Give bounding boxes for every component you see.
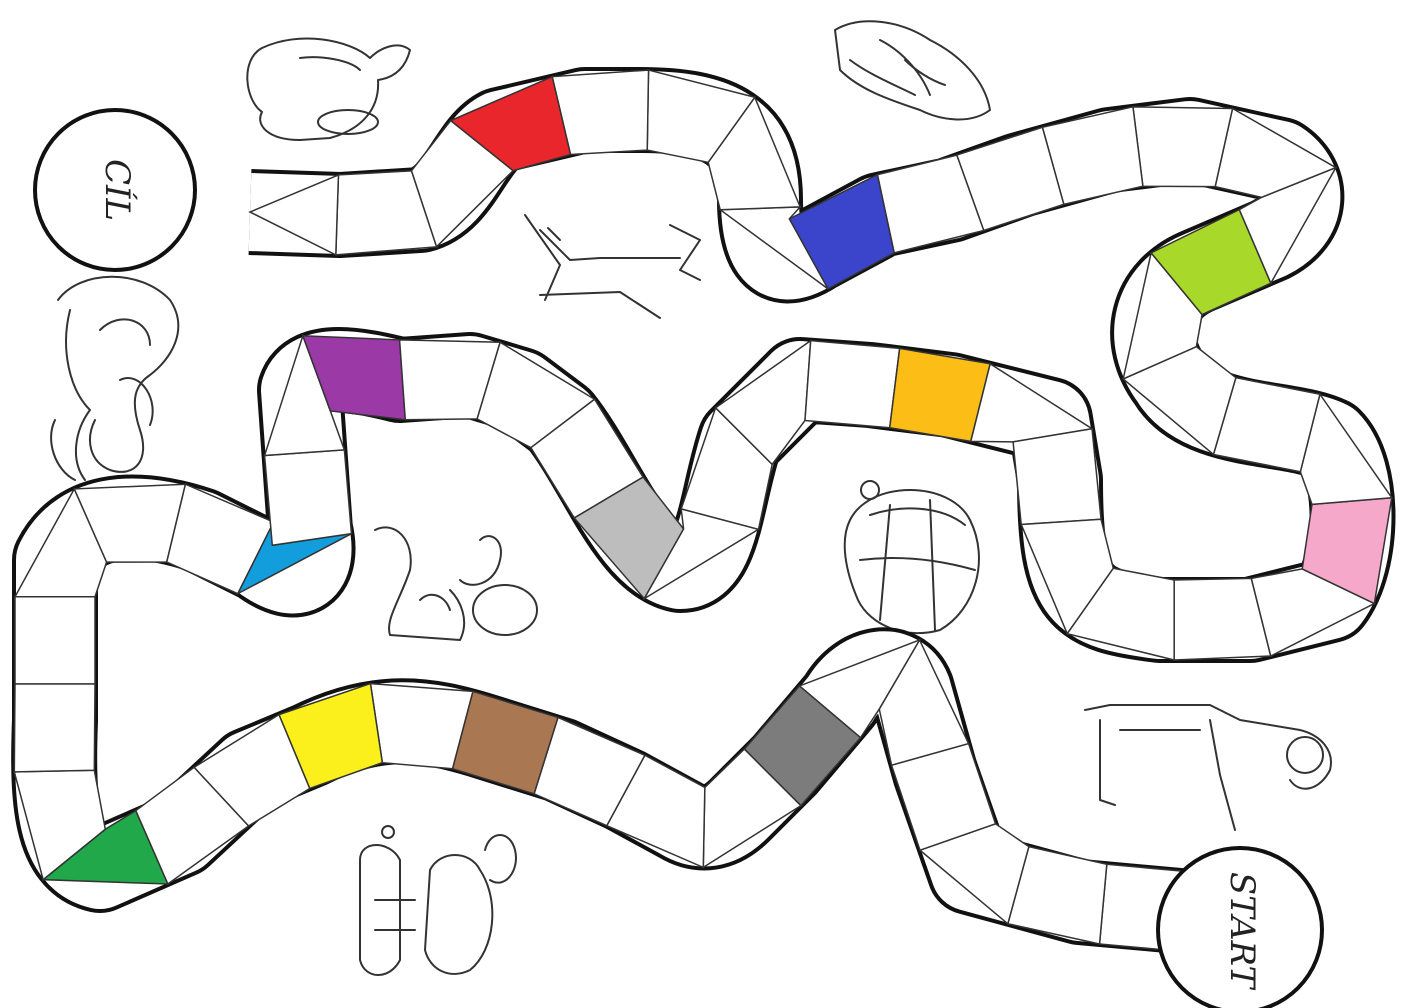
fallen-tree-illustration [525, 215, 700, 318]
sleeping-man-illustration [835, 21, 990, 119]
crouching-figure-illustration [375, 527, 537, 640]
start-circle[interactable]: START [1158, 848, 1322, 1008]
board-space[interactable] [805, 341, 900, 428]
turtle-illustration [845, 481, 979, 633]
board-space[interactable] [265, 450, 352, 545]
lying-woman-illustration [1085, 705, 1331, 830]
goal-circle[interactable]: CÍL [35, 110, 195, 270]
goal-label: CÍL [97, 159, 138, 221]
ram-illustration [51, 277, 178, 480]
board-space[interactable] [1013, 429, 1101, 525]
board-space[interactable] [15, 597, 95, 684]
jug-illustration [247, 39, 410, 140]
start-label: START [1222, 872, 1262, 991]
board-space[interactable] [1133, 107, 1233, 187]
board-space[interactable] [14, 684, 95, 772]
track [14, 70, 1391, 952]
bottles-illustration [360, 826, 516, 975]
